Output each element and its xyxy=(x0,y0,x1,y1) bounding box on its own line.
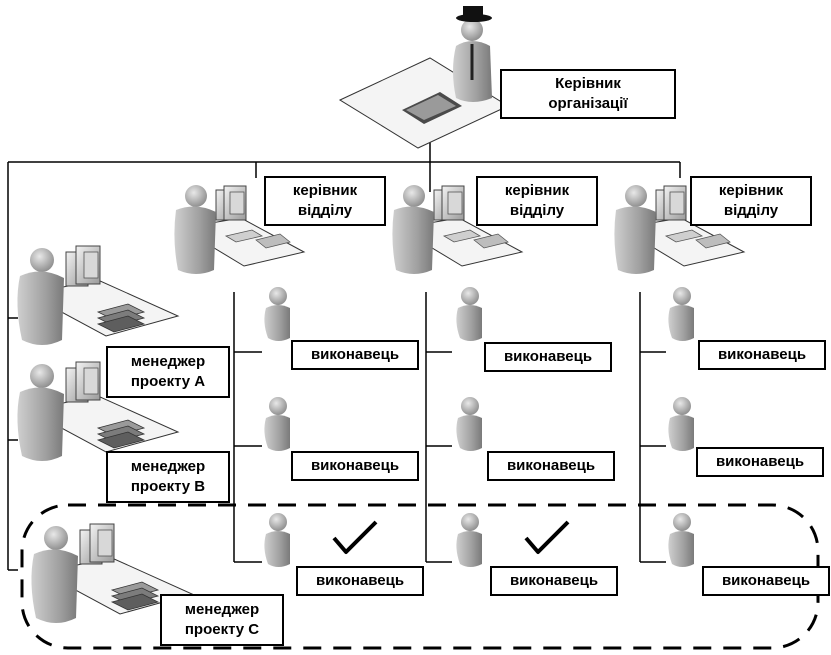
department-head-label: керівник відділу xyxy=(690,176,812,226)
performer-label: виконавець xyxy=(487,451,615,481)
organization-head-figure xyxy=(338,6,510,149)
performer-figure xyxy=(456,513,482,567)
organization-head-label: Керівник організації xyxy=(500,69,676,119)
performer-figure xyxy=(668,287,694,341)
performer-figure xyxy=(264,287,290,341)
project-manager-label: менеджер проекту В xyxy=(106,451,230,503)
check-icon xyxy=(332,520,378,554)
performer-figure xyxy=(456,397,482,451)
performer-figure xyxy=(668,513,694,567)
performer-label: виконавець xyxy=(291,451,419,481)
project-manager-figure xyxy=(16,245,179,346)
performer-figure xyxy=(264,397,290,451)
performer-label: виконавець xyxy=(296,566,424,596)
project-manager-label: менеджер проекту С xyxy=(160,594,284,646)
performer-label: виконавець xyxy=(490,566,618,596)
performer-label: виконавець xyxy=(702,566,830,596)
project-manager-label: менеджер проекту А xyxy=(106,346,230,398)
performer-label: виконавець xyxy=(698,340,826,370)
performer-figure xyxy=(668,397,694,451)
performer-label: виконавець xyxy=(291,340,419,370)
department-head-label: керівник відділу xyxy=(264,176,386,226)
check-icon xyxy=(524,520,570,554)
performer-label: виконавець xyxy=(696,447,824,477)
performer-figure xyxy=(456,287,482,341)
connector-lines xyxy=(7,132,681,571)
performer-label: виконавець xyxy=(484,342,612,372)
performer-figure xyxy=(264,513,290,567)
department-head-label: керівник відділу xyxy=(476,176,598,226)
